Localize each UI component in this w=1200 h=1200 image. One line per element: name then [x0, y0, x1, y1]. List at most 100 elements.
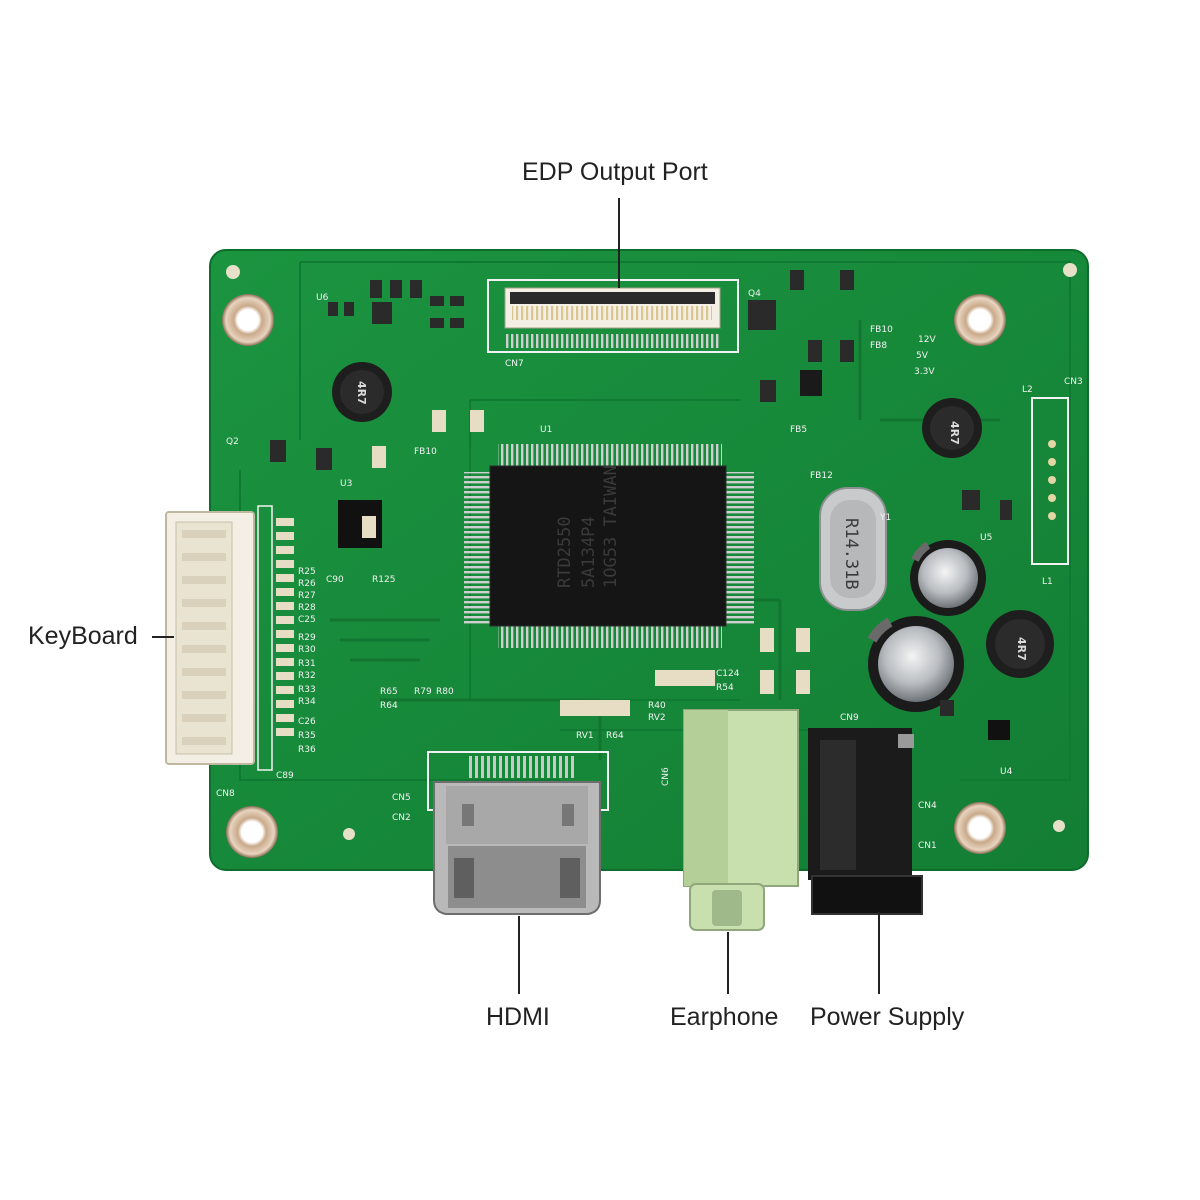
- hdmi-pins: [466, 756, 576, 778]
- silk-label: CN4: [918, 801, 937, 811]
- silk-label: Y1: [879, 513, 891, 523]
- capacitor-c21: [867, 616, 964, 712]
- silk-label: C26: [298, 717, 316, 727]
- silk-label: R27: [298, 591, 316, 601]
- smd-resistor-rows: [276, 410, 810, 736]
- silkscreen-text: CN7 Y1 FB10 FB8 12V 5V 3.3V L2 L1 U5 U4 …: [216, 289, 1083, 851]
- silk-label: R25: [298, 567, 316, 577]
- silk-label: FB10: [414, 447, 437, 457]
- main-chip-pins-left: [464, 472, 492, 624]
- silk-label: CN7: [505, 359, 524, 369]
- silk-label: CN6: [661, 767, 671, 786]
- silk-label: FB8: [870, 341, 887, 351]
- keyboard-label: KeyBoard: [28, 622, 138, 650]
- main-chip-pins-right: [726, 472, 754, 624]
- silk-label: C124: [716, 669, 740, 679]
- silk-label: FB5: [790, 425, 807, 435]
- silk-label: R32: [298, 671, 316, 681]
- power-jack-pin: [898, 734, 914, 748]
- fiducial: [1063, 263, 1077, 277]
- power-supply-label: Power Supply: [810, 1003, 965, 1031]
- silk-label: R33: [298, 685, 316, 695]
- silk-label: R65: [380, 687, 398, 697]
- mounting-hole-top-left: [222, 294, 274, 346]
- earphone-label: Earphone: [670, 1003, 779, 1031]
- fiducial: [343, 828, 355, 840]
- silk-label: CN5: [392, 793, 411, 803]
- edp-connector-slot: [510, 292, 715, 304]
- silk-label: CN3: [1064, 377, 1083, 387]
- main-chip: [489, 465, 727, 627]
- silk-label: R64: [606, 731, 624, 741]
- silk-label: R125: [372, 575, 395, 585]
- silk-label: 5V: [916, 351, 929, 361]
- silk-label: R29: [298, 633, 316, 643]
- inductor-marking: 4R7: [948, 421, 961, 445]
- inductor-right-bottom: 4R7: [986, 610, 1054, 678]
- silk-label: Q2: [226, 437, 239, 447]
- hdmi-clip-right: [562, 804, 574, 826]
- silk-label: U5: [980, 533, 992, 543]
- silk-label: CN9: [840, 713, 859, 723]
- silk-label: R79: [414, 687, 432, 697]
- hdmi-leader-line: [518, 916, 520, 994]
- silk-label: R30: [298, 645, 316, 655]
- main-chip-pins-top: [498, 444, 722, 468]
- main-chip-marking-3: 1OG53 TAIWAN: [601, 465, 621, 588]
- capacitor-c45: [910, 540, 986, 616]
- fiducial: [1053, 820, 1065, 832]
- silk-label: U3: [340, 479, 352, 489]
- power-supply-leader-line: [878, 912, 880, 994]
- silk-label: CN8: [216, 789, 235, 799]
- edp-connector-pins: [512, 306, 712, 320]
- inductor-top-left: 4R7: [332, 362, 392, 422]
- inductor-marking: 4R7: [1015, 637, 1028, 661]
- silk-label: Q4: [748, 289, 761, 299]
- silk-label: U4: [1000, 767, 1013, 777]
- silk-label: FB10: [870, 325, 893, 335]
- crystal-marking: R14.31B: [841, 518, 861, 590]
- hdmi-clip-left: [462, 804, 474, 826]
- silk-label: C90: [326, 575, 344, 585]
- silk-label: R40: [648, 701, 666, 711]
- cn3-header-pins: [1048, 440, 1056, 520]
- power-jack-shadow: [820, 740, 856, 870]
- silk-label: R36: [298, 745, 316, 755]
- keyboard-header-footprint: [257, 505, 273, 771]
- mounting-hole-top-right: [954, 294, 1006, 346]
- silk-label: FB12: [810, 471, 833, 481]
- silk-label: U6: [316, 293, 329, 303]
- silk-label: R34: [298, 697, 316, 707]
- silk-label: C25: [298, 615, 316, 625]
- edp-leader-line: [618, 198, 620, 288]
- silk-label: L1: [1042, 577, 1053, 587]
- silk-label: RV2: [648, 713, 666, 723]
- silk-label: CN1: [918, 841, 937, 851]
- silk-label: R64: [380, 701, 398, 711]
- cn3-header-outline: [1031, 397, 1069, 565]
- silk-label: R54: [716, 683, 734, 693]
- mounting-hole-bottom-left: [226, 806, 278, 858]
- main-chip-marking-2: 5A134P4: [579, 516, 599, 588]
- silk-label: R35: [298, 731, 316, 741]
- hdmi-latch-right: [560, 858, 580, 898]
- silk-label: 3.3V: [914, 367, 935, 377]
- crystal-y1-inner: [830, 500, 876, 598]
- power-jack-front: [811, 875, 923, 915]
- hdmi-label: HDMI: [486, 1003, 550, 1031]
- keyboard-header-slots: [182, 530, 226, 745]
- main-chip-marking-1: RTD2550: [555, 516, 575, 588]
- silk-label: L2: [1022, 385, 1033, 395]
- hdmi-latch-left: [454, 858, 474, 898]
- inductor-marking: 4R7: [355, 381, 368, 405]
- silk-label: RV1: [576, 731, 594, 741]
- silk-label: 12V: [918, 335, 936, 345]
- earphone-jack-top: [684, 710, 728, 886]
- main-chip-pins-bottom: [498, 624, 722, 648]
- edp-connector-pads: [505, 334, 720, 348]
- silk-label: CN2: [392, 813, 411, 823]
- edp-connector-frame: [487, 279, 739, 353]
- main-chip-label: U1: [540, 425, 552, 435]
- inductor-right-top: 4R7: [922, 398, 982, 458]
